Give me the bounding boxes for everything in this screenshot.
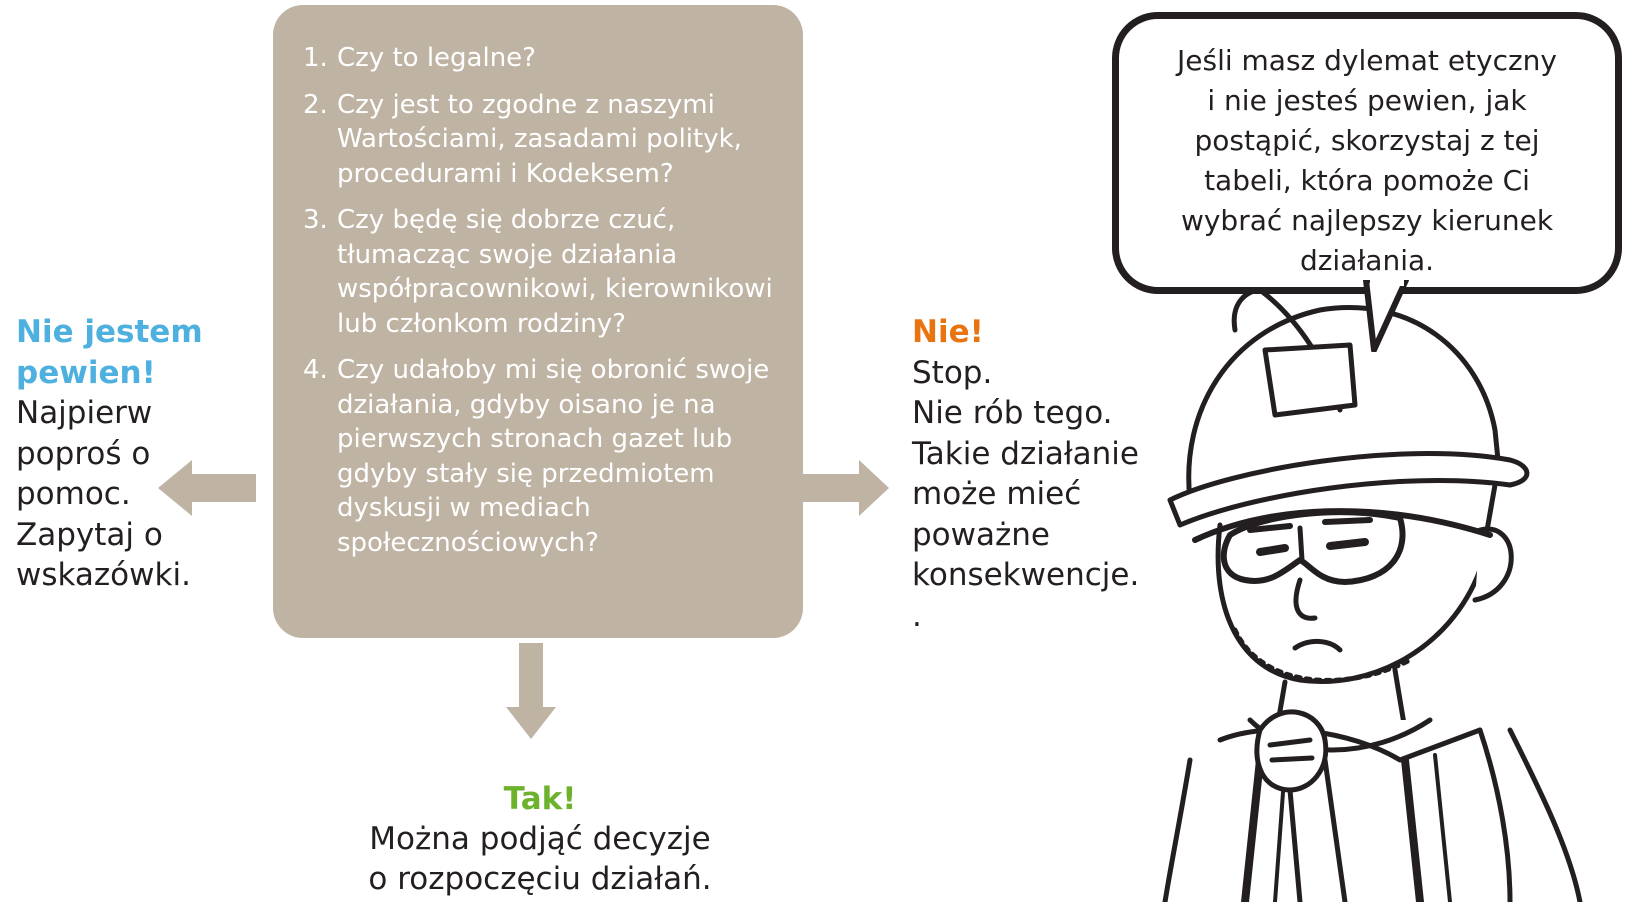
- yes-outcome: Tak! Można podjąć decyzje o rozpoczęciu …: [330, 779, 750, 899]
- construction-worker-illustration: [1162, 290, 1583, 902]
- yes-heading: Tak!: [503, 781, 577, 817]
- no-text-line: .: [912, 597, 922, 634]
- bubble-text-line: działania.: [1299, 244, 1435, 277]
- bubble-text-line: Jeśli masz dylemat etyczny: [1177, 44, 1557, 77]
- unsure-outcome: Nie jestem pewien! Najpierw poproś o pom…: [16, 312, 236, 596]
- question-text: Czy to legalne?: [337, 43, 536, 73]
- question-item: 4. Czy udałoby mi się obronić swoje dzia…: [303, 353, 773, 560]
- speech-bubble-tail-icon: [1363, 280, 1409, 352]
- arrow-down-icon: [506, 643, 556, 739]
- question-number: 3.: [303, 205, 328, 235]
- unsure-text-line: poproś o: [16, 435, 151, 472]
- arrow-right-icon: [803, 460, 889, 516]
- arrow-left-icon: [158, 460, 256, 516]
- no-text-line: Stop.: [912, 354, 993, 391]
- unsure-text-line: pomoc.: [16, 476, 131, 512]
- unsure-text-line: Najpierw: [16, 395, 153, 431]
- no-text-line: Takie działanie: [912, 435, 1139, 472]
- question-number: 2.: [303, 89, 328, 120]
- question-item: 3. Czy będę się dobrze czuć, tłumacząc s…: [303, 203, 773, 341]
- bubble-text-line: i nie jesteś pewien, jak: [1207, 84, 1527, 117]
- unsure-heading-line: Nie jestem: [16, 314, 203, 350]
- unsure-heading-line: pewien!: [16, 354, 156, 391]
- no-heading: Nie!: [912, 314, 984, 350]
- question-item: 1. Czy to legalne?: [303, 41, 773, 76]
- question-number: 4.: [303, 355, 328, 385]
- no-outcome: Nie! Stop. Nie rób tego. Takie działanie…: [912, 312, 1172, 636]
- no-text-line: konsekwencje.: [912, 557, 1140, 593]
- bubble-text-line: tabeli, która pomoże Ci: [1204, 164, 1530, 197]
- yes-text-line: o rozpoczęciu działań.: [368, 861, 712, 897]
- no-text-line: Nie rób tego.: [912, 395, 1113, 431]
- bubble-text-line: postąpić, skorzystaj z tej: [1194, 124, 1540, 157]
- questions-list: 1. Czy to legalne? 2. Czy jest to zgodne…: [303, 41, 773, 560]
- no-text-line: może mieć: [912, 476, 1082, 512]
- question-text: Czy będę się dobrze czuć, tłumacząc swoj…: [337, 205, 773, 339]
- question-number: 1.: [303, 43, 328, 73]
- yes-text-line: Można podjąć decyzje: [369, 821, 711, 857]
- bubble-text-line: wybrać najlepszy kierunek: [1180, 204, 1554, 237]
- questions-box: 1. Czy to legalne? 2. Czy jest to zgodne…: [273, 5, 803, 638]
- question-item: 2. Czy jest to zgodne z naszymi Wartości…: [303, 88, 773, 192]
- question-text: Czy udałoby mi się obronić swoje działan…: [337, 355, 770, 558]
- question-text: Czy jest to zgodne z naszymi Wartościami…: [337, 89, 742, 189]
- unsure-text-line: wskazówki.: [16, 557, 191, 593]
- no-text-line: poważne: [912, 516, 1050, 553]
- speech-bubble: Jeśli masz dylemat etyczny i nie jesteś …: [1112, 12, 1622, 294]
- unsure-text-line: Zapytaj o: [16, 516, 163, 553]
